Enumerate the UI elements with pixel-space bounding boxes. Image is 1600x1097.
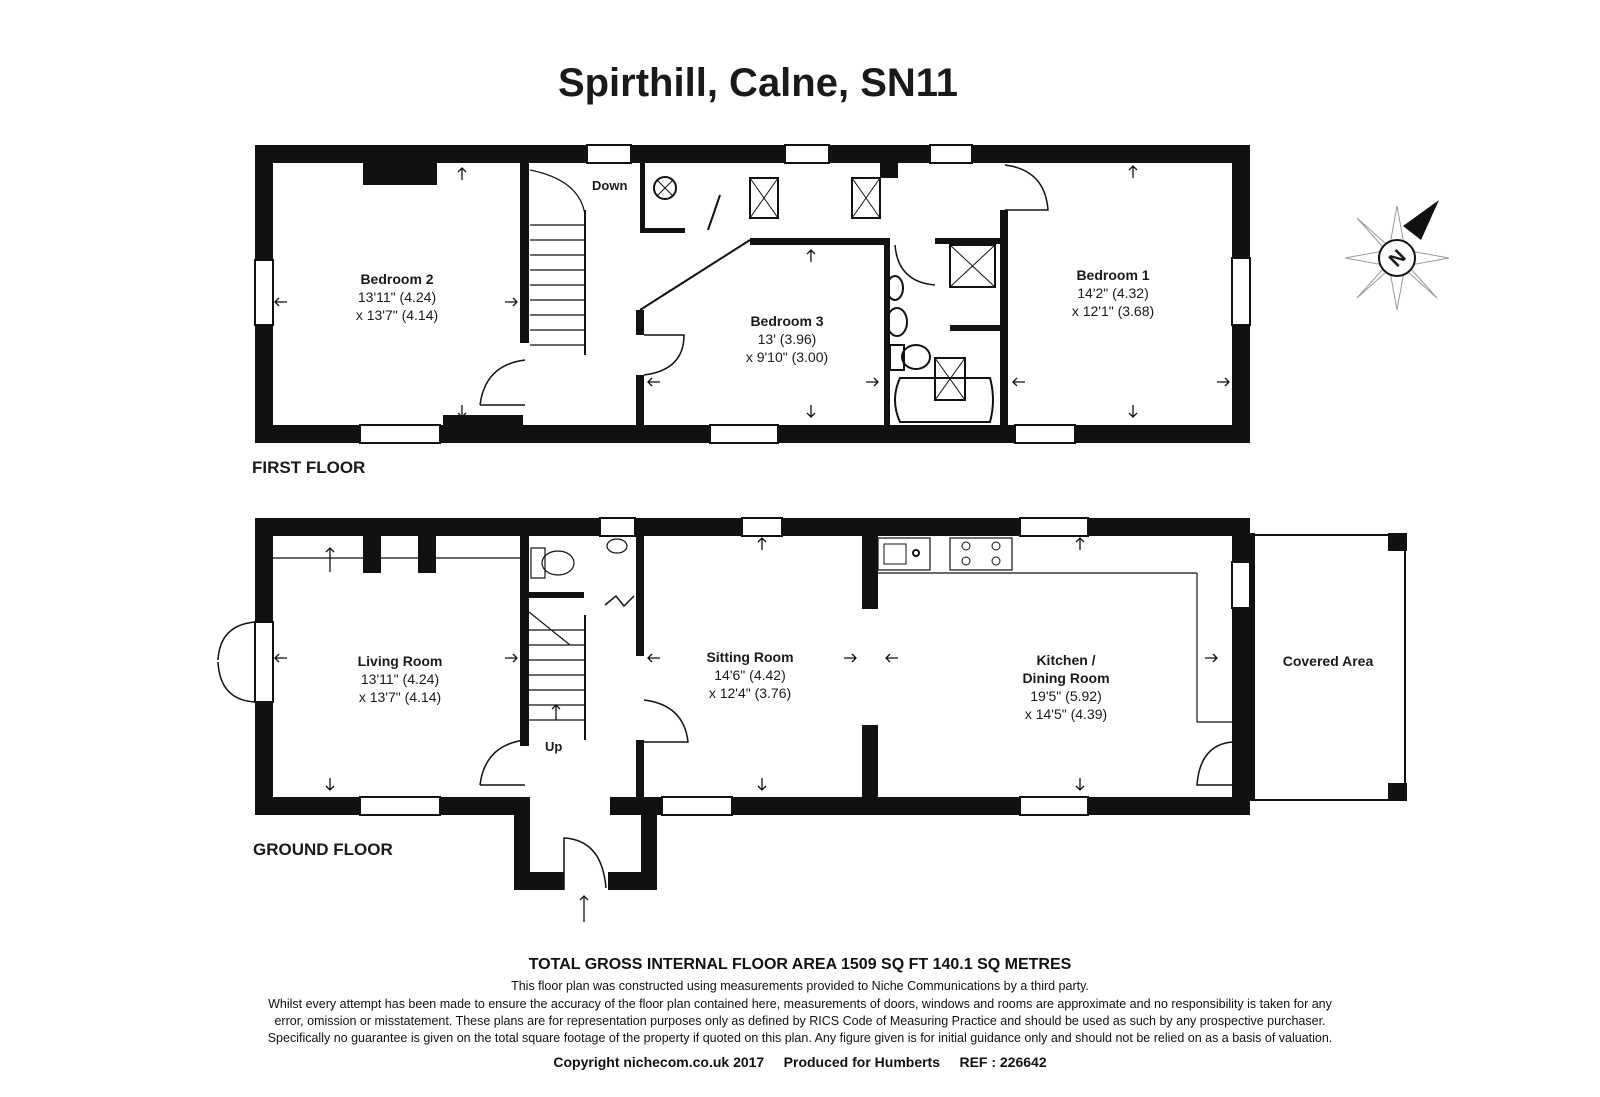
first-floor-arrows: [274, 165, 1230, 418]
disclaimer-line-2: Whilst every attempt has been made to en…: [268, 997, 1332, 1011]
room-dim2-living-room: x 13'7" (4.14): [359, 689, 441, 705]
first-floor-label: FIRST FLOOR: [252, 458, 365, 477]
room-dim2-bedroom-2: x 13'7" (4.14): [356, 307, 438, 323]
ground-floor-label: GROUND FLOOR: [253, 840, 393, 859]
room-name-bedroom-1: Bedroom 1: [1076, 267, 1149, 283]
stairs-up-label: Up: [545, 739, 562, 754]
compass-icon: N: [1344, 200, 1450, 311]
room-dim-sitting-room: 14'6" (4.42): [714, 667, 785, 683]
room-dim2-bedroom-1: x 12'1" (3.68): [1072, 303, 1154, 319]
room-dim-living-room: 13'11" (4.24): [361, 671, 439, 687]
room-name-covered-area: Covered Area: [1283, 653, 1374, 669]
room-name-sitting-room: Sitting Room: [706, 649, 793, 665]
copyright: Copyright nichecom.co.uk 2017 Produced f…: [553, 1054, 1047, 1070]
disclaimer-line-3: error, omission or misstatement. These p…: [274, 1014, 1326, 1028]
ground-floor-arrows: [274, 537, 1218, 922]
room-dim-bedroom-3: 13' (3.96): [758, 331, 817, 347]
room-dim2-bedroom-3: x 9'10" (3.00): [746, 349, 828, 365]
room-dim2-kitchen: x 14'5" (4.39): [1025, 706, 1107, 722]
room-name-living-room: Living Room: [358, 653, 443, 669]
room-dim-bedroom-1: 14'2" (4.32): [1077, 285, 1148, 301]
disclaimer-line-1: This floor plan was constructed using me…: [511, 979, 1089, 993]
first-floor-lines: [254, 144, 1251, 444]
room-name-dining-room: Dining Room: [1022, 670, 1109, 686]
room-name-bedroom-3: Bedroom 3: [750, 313, 823, 329]
room-dim-kitchen: 19'5" (5.92): [1030, 688, 1101, 704]
room-name-kitchen: Kitchen /: [1036, 652, 1095, 668]
room-name-bedroom-2: Bedroom 2: [360, 271, 433, 287]
disclaimer-line-4: Specifically no guarantee is given on th…: [267, 1031, 1333, 1045]
ground-floor-lines: [217, 517, 1406, 890]
room-dim-bedroom-2: 13'11" (4.24): [358, 289, 436, 305]
stairs-down-label: Down: [592, 178, 627, 193]
total-area: TOTAL GROSS INTERNAL FLOOR AREA 1509 SQ …: [528, 956, 1072, 973]
plan-title: Spirthill, Calne, SN11: [558, 61, 958, 105]
room-dim2-sitting-room: x 12'4" (3.76): [709, 685, 791, 701]
